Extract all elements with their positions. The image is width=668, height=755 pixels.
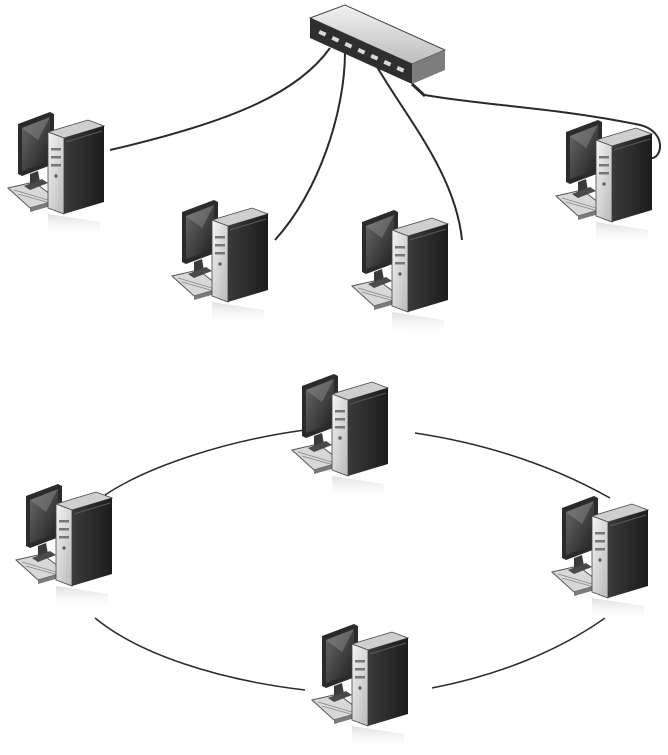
cable-to-pc-4 xyxy=(424,94,661,160)
ring-link-bottom-left xyxy=(94,617,306,691)
cable-to-pc-3 xyxy=(371,57,463,241)
computer-icon xyxy=(551,495,649,623)
star-cables xyxy=(109,47,661,241)
ring-cables xyxy=(94,429,611,691)
ring-link-left-top xyxy=(104,429,306,496)
cable-to-pc-2 xyxy=(274,51,346,241)
star-topology xyxy=(7,4,661,337)
computer-icon xyxy=(351,209,449,337)
ring-link-top-right xyxy=(414,432,611,499)
computer-icon xyxy=(311,623,409,751)
computer-icon xyxy=(15,483,113,611)
cable-to-pc-1 xyxy=(109,47,331,151)
ring-link-right-bottom xyxy=(431,617,606,689)
network-switch-icon xyxy=(308,4,447,98)
ring-topology xyxy=(15,373,649,751)
computer-icon xyxy=(171,199,269,327)
computer-icon xyxy=(555,119,653,247)
computer-icon xyxy=(7,111,105,239)
computer-icon xyxy=(291,373,389,501)
